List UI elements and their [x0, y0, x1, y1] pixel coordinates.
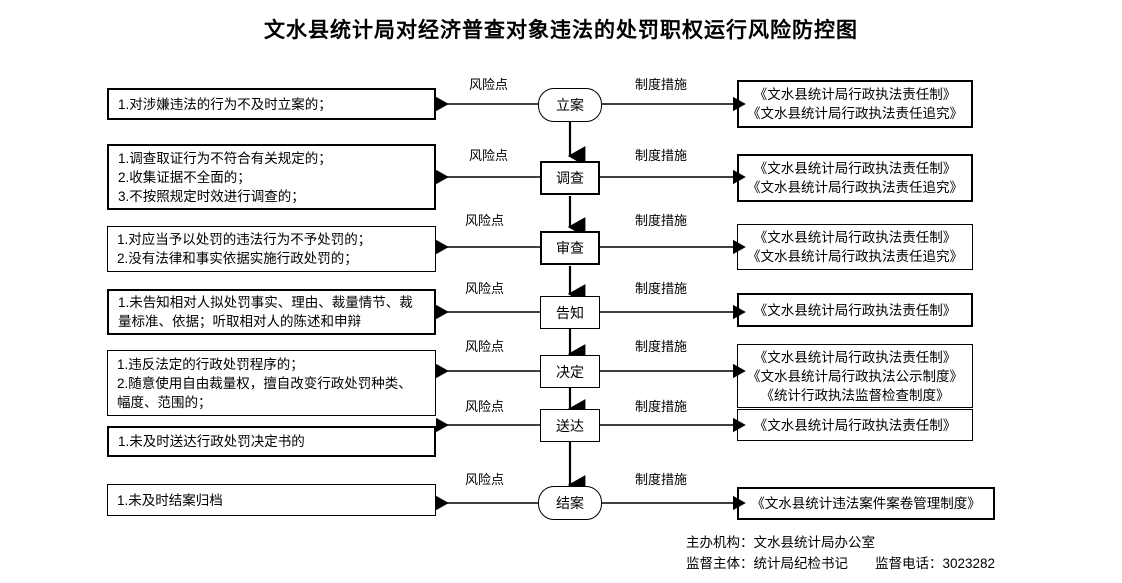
process-node-jueding[interactable]: 决定 [540, 355, 600, 388]
measure-box-row-4: 《文水县统计局行政执法责任制》 [737, 293, 973, 327]
measure-line: 《文水县统计违法案件案卷管理制度》 [751, 496, 981, 511]
process-node-jiean[interactable]: 结案 [538, 486, 602, 520]
risk-label-row-3: 风险点 [465, 213, 505, 228]
node-label: 送达 [556, 417, 584, 434]
risk-box-row-2: 1.调查取证行为不符合有关规定的； 2.收集证据不全面的； 3.不按照规定时效进… [107, 144, 436, 210]
measure-line: 《文水县统计局行政执法责任追究》 [747, 249, 963, 264]
risk-label-row-4: 风险点 [465, 281, 505, 296]
risk-box-row-1: 1.对涉嫌违法的行为不及时立案的； [107, 88, 436, 120]
risk-line: 量标准、依据；听取相对人的陈述和申辩 [118, 314, 361, 329]
process-node-gaozhi[interactable]: 告知 [540, 296, 600, 329]
risk-box-row-6: 1.未及时送达行政处罚决定书的 [107, 426, 436, 457]
process-node-diaocha[interactable]: 调查 [540, 161, 600, 195]
process-node-liaan[interactable]: 立案 [538, 88, 602, 122]
risk-box-row-5: 1.违反法定的行政处罚程序的； 2.随意使用自由裁量权，擅自改变行政处罚种类、 … [107, 350, 436, 416]
measure-box-row-7: 《文水县统计违法案件案卷管理制度》 [737, 487, 995, 520]
measure-line: 《文水县统计局行政执法责任制》 [753, 161, 957, 176]
risk-label-row-6: 风险点 [465, 399, 505, 414]
measure-line: 《文水县统计局行政执法责任制》 [753, 87, 957, 102]
measure-box-row-1: 《文水县统计局行政执法责任制》 《文水县统计局行政执法责任追究》 [737, 80, 973, 128]
risk-line: 幅度、范围的； [117, 394, 212, 410]
risk-label-row-5: 风险点 [465, 339, 505, 354]
node-label: 决定 [556, 363, 584, 380]
measure-label-row-7: 制度措施 [635, 472, 688, 487]
measure-box-row-3: 《文水县统计局行政执法责任制》 《文水县统计局行政执法责任追究》 [737, 224, 973, 270]
node-label: 审查 [556, 240, 584, 256]
risk-line: 2.随意使用自由裁量权，擅自改变行政处罚种类、 [117, 375, 412, 391]
risk-line: 1.未及时结案归档 [117, 492, 223, 508]
measure-line: 《文水县统计局行政执法责任追究》 [747, 106, 963, 121]
measure-box-row-2: 《文水县统计局行政执法责任制》 《文水县统计局行政执法责任追究》 [737, 154, 973, 202]
risk-line: 2.收集证据不全面的； [118, 169, 251, 185]
measure-label-row-4: 制度措施 [635, 281, 688, 296]
risk-line: 2.没有法律和事实依据实施行政处罚的； [117, 251, 358, 266]
measure-box-row-6: 《文水县统计局行政执法责任制》 [737, 409, 973, 441]
measure-line: 《文水县统计局行政执法责任追究》 [747, 180, 963, 195]
risk-box-row-7: 1.未及时结案归档 [107, 484, 436, 516]
risk-line: 1.对涉嫌违法的行为不及时立案的； [118, 96, 332, 112]
node-label: 调查 [556, 170, 584, 186]
risk-label-row-2: 风险点 [469, 148, 509, 163]
risk-box-row-4: 1.未告知相对人拟处罚事实、理由、裁量情节、裁 量标准、依据；听取相对人的陈述和… [107, 289, 436, 335]
measure-label-row-1: 制度措施 [635, 77, 688, 92]
measure-line: 《文水县统计局行政执法公示制度》 [747, 368, 963, 384]
measure-label-row-2: 制度措施 [635, 148, 688, 163]
risk-line: 1.未及时送达行政处罚决定书的 [118, 434, 305, 449]
page-title: 文水县统计局对经济普查对象违法的处罚职权运行风险防控图 [264, 18, 858, 42]
measure-label-row-3: 制度措施 [635, 213, 688, 228]
risk-line: 1.违反法定的行政处罚程序的； [117, 356, 304, 372]
risk-line: 1.对应当予以处罚的违法行为不予处罚的； [117, 232, 372, 247]
risk-box-row-3: 1.对应当予以处罚的违法行为不予处罚的； 2.没有法律和事实依据实施行政处罚的； [107, 226, 436, 272]
measure-box-row-5: 《文水县统计局行政执法责任制》 《文水县统计局行政执法公示制度》 《统计行政执法… [737, 344, 973, 408]
footer-supervisor: 监督主体：统计局纪检书记 监督电话：3023282 [686, 556, 996, 571]
measure-label-row-6: 制度措施 [635, 399, 688, 414]
measure-line: 《文水县统计局行政执法责任制》 [753, 417, 957, 433]
node-label: 结案 [556, 495, 584, 511]
measure-label-row-5: 制度措施 [635, 339, 688, 354]
risk-label-row-1: 风险点 [469, 77, 509, 92]
footer-organizer: 主办机构：文水县统计局办公室 [686, 535, 875, 550]
measure-line: 《统计行政执法监督检查制度》 [760, 387, 950, 403]
process-node-songda[interactable]: 送达 [540, 409, 600, 442]
risk-line: 1.未告知相对人拟处罚事实、理由、裁量情节、裁 [118, 295, 413, 310]
process-node-shencha[interactable]: 审查 [540, 231, 600, 265]
risk-line: 1.调查取证行为不符合有关规定的； [118, 150, 332, 166]
risk-label-row-7: 风险点 [465, 472, 505, 487]
risk-line: 3.不按照规定时效进行调查的； [118, 188, 305, 204]
node-label: 立案 [556, 97, 584, 113]
measure-line: 《文水县统计局行政执法责任制》 [753, 302, 957, 318]
node-label: 告知 [556, 304, 584, 321]
measure-line: 《文水县统计局行政执法责任制》 [753, 230, 957, 245]
measure-line: 《文水县统计局行政执法责任制》 [753, 349, 957, 365]
